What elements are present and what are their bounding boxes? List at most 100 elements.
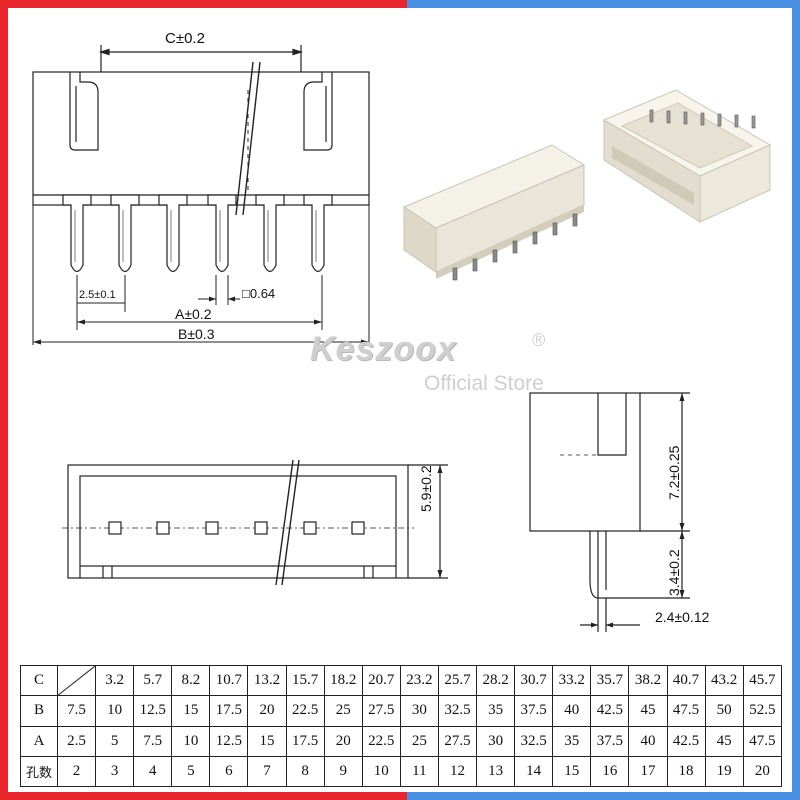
hole-count-cell: 2	[56, 755, 97, 788]
c-cell: 38.2	[628, 664, 668, 697]
dim-pitch-label: 2.5±0.1	[79, 289, 116, 301]
b-cell: 10	[95, 695, 135, 727]
b-cell: 22.5	[285, 695, 325, 727]
c-cell: 13.2	[247, 664, 287, 697]
row-c: C 3.2 5.7 8.2 10.7 13.2 15.7 18.2 20.7 2…	[20, 664, 783, 697]
hole-count-cell: 9	[323, 755, 363, 788]
a-cell: 12.5	[209, 725, 249, 757]
c-cell: 28.2	[476, 664, 516, 697]
dim-width-pin-label: 2.4±0.12	[655, 609, 710, 625]
row-label-c: C	[20, 664, 58, 697]
render-pin	[683, 111, 688, 125]
a-cell: 27.5	[437, 725, 478, 757]
c-cell: 10.7	[209, 664, 249, 697]
dim-height-pin-label: 3.4±0.2	[666, 549, 682, 596]
spec-table: C 3.2 5.7 8.2 10.7 13.2 15.7 18.2 20.7 2…	[20, 664, 783, 788]
render-pin	[649, 109, 654, 123]
c-cell: 40.7	[666, 664, 706, 697]
brand-watermark: Keszoox	[310, 330, 457, 368]
render-pin	[552, 222, 558, 236]
b-cell: 52.5	[742, 695, 783, 727]
b-cell: 12.5	[133, 695, 173, 727]
c-cell: 33.2	[552, 664, 592, 697]
a-cell: 47.5	[742, 725, 783, 757]
c-cell: 30.7	[514, 664, 554, 697]
a-cell: 40	[628, 725, 668, 757]
render-pin	[472, 258, 478, 272]
hole-count-cell: 6	[209, 755, 249, 788]
front-pin	[110, 194, 140, 273]
left-border	[0, 0, 8, 800]
render-pin	[492, 249, 498, 263]
hole-count-cell: 4	[133, 755, 173, 788]
b-cell: 15	[171, 695, 211, 727]
b-cell: 27.5	[361, 695, 401, 727]
c-cell: 43.2	[704, 664, 744, 697]
b-cell: 7.5	[56, 695, 97, 727]
render-pin	[532, 231, 538, 245]
hole-count-cell: 3	[95, 755, 135, 788]
connector-3d-render	[402, 89, 772, 281]
a-cell: 5	[95, 725, 135, 757]
pin-hole	[254, 521, 268, 535]
a-cell: 25	[399, 725, 439, 757]
hole-count-cell: 5	[171, 755, 211, 788]
hole-count-cell: 18	[666, 755, 706, 788]
a-cell: 20	[323, 725, 363, 757]
a-cell: 2.5	[56, 725, 97, 757]
a-cell: 30	[476, 725, 516, 757]
right-border	[792, 0, 800, 800]
hole-count-cell: 19	[704, 755, 744, 788]
render-pin	[666, 110, 671, 124]
registered-mark: ®	[532, 330, 546, 350]
a-cell: 32.5	[514, 725, 554, 757]
a-cell: 15	[247, 725, 287, 757]
render-pin	[512, 240, 518, 254]
empty-diagonal-cell	[56, 664, 97, 697]
row-label-hole-count: 孔数	[20, 755, 58, 788]
dim-depth-label: 5.9±0.2	[418, 465, 434, 512]
front-pin	[207, 194, 237, 273]
c-cell: 20.7	[361, 664, 401, 697]
hole-count-cell: 7	[247, 755, 287, 788]
b-cell: 30	[399, 695, 439, 727]
a-cell: 37.5	[590, 725, 630, 757]
c-cell: 3.2	[95, 664, 135, 697]
dim-height-top-label: 7.2±0.25	[666, 445, 682, 500]
a-cell: 35	[552, 725, 592, 757]
hole-count-cell: 11	[399, 755, 439, 788]
hole-count-cell: 14	[514, 755, 554, 788]
front-pin	[62, 194, 92, 273]
b-cell: 37.5	[514, 695, 554, 727]
a-cell: 42.5	[666, 725, 706, 757]
render-pin	[751, 115, 756, 129]
a-cell: 45	[704, 725, 744, 757]
dim-pin-label: □0.64	[242, 286, 276, 301]
render-pin	[700, 112, 705, 126]
b-cell: 20	[247, 695, 287, 727]
b-cell: 17.5	[209, 695, 249, 727]
hole-count-cell: 10	[361, 755, 401, 788]
render-pin	[572, 213, 578, 227]
row-b: B 7.5 10 12.5 15 17.5 20 22.5 25 27.5 30…	[20, 695, 783, 727]
row-label-b: B	[20, 695, 58, 727]
hole-count-cell: 17	[628, 755, 668, 788]
pin-hole	[156, 521, 170, 535]
bottom-border	[0, 792, 800, 800]
render-pin	[717, 113, 722, 127]
c-cell: 15.7	[285, 664, 325, 697]
dim-c-label: C±0.2	[165, 30, 205, 47]
c-cell: 25.7	[437, 664, 478, 697]
b-cell: 35	[476, 695, 516, 727]
top-border	[0, 0, 800, 8]
c-cell: 18.2	[323, 664, 363, 697]
front-pin	[303, 194, 333, 273]
c-cell: 35.7	[590, 664, 630, 697]
row-a: A 2.5 5 7.5 10 12.5 15 17.5 20 22.5 25 2…	[20, 725, 783, 757]
c-cell: 45.7	[742, 664, 783, 697]
b-cell: 25	[323, 695, 363, 727]
hole-count-cell: 20	[742, 755, 783, 788]
c-cell: 23.2	[399, 664, 439, 697]
a-cell: 22.5	[361, 725, 401, 757]
dim-b-label: B±0.3	[178, 326, 215, 342]
